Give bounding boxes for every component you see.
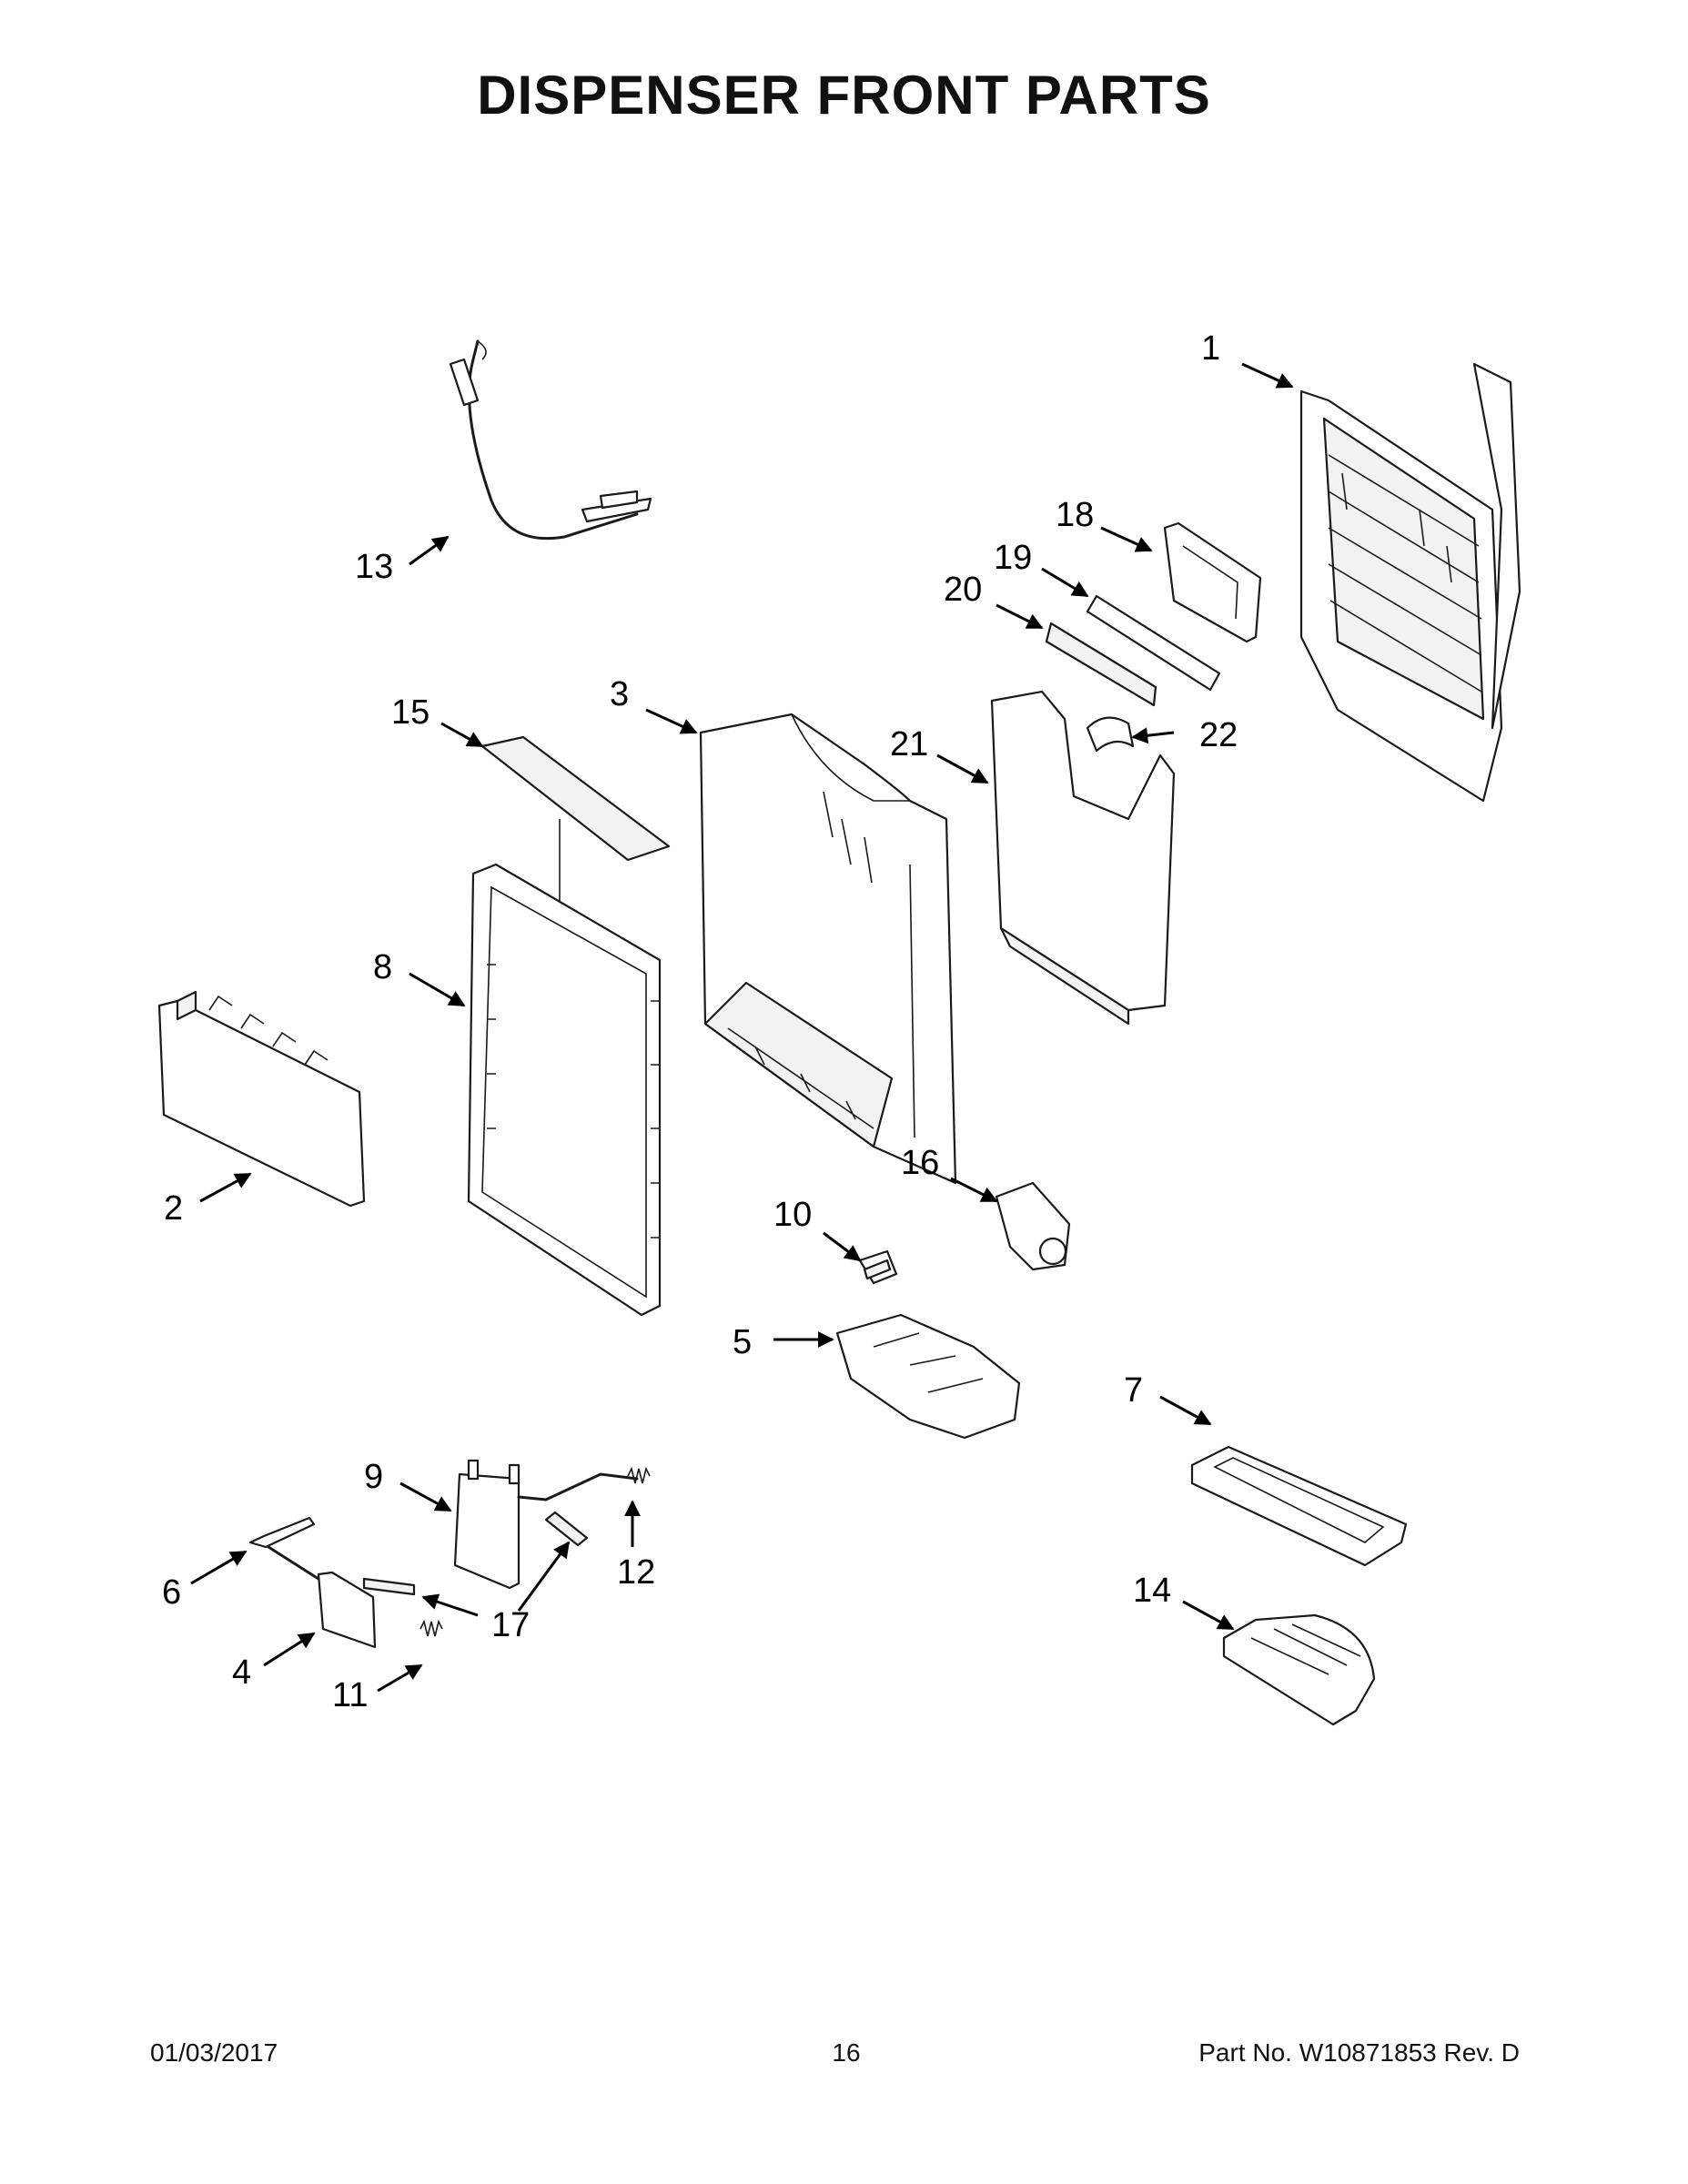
callout-labels: 1 2 3 4 5 6 7 8 9 10 11 12 13 14 15 16 1…	[162, 329, 1238, 1714]
callout-3: 3	[610, 675, 629, 713]
part-15-pad	[480, 735, 671, 910]
callout-6: 6	[162, 1573, 181, 1612]
callout-7: 7	[1124, 1371, 1143, 1410]
callout-22: 22	[1199, 716, 1238, 754]
callout-16: 16	[901, 1144, 939, 1182]
callout-18: 18	[1056, 496, 1094, 534]
part-8-frame	[467, 863, 662, 1317]
callout-11: 11	[332, 1676, 368, 1714]
callout-5: 5	[733, 1323, 752, 1361]
part-20-strip	[1045, 622, 1157, 707]
part-6-pin	[248, 1516, 316, 1549]
footer-page-number: 16	[832, 2038, 861, 2067]
callout-8: 8	[373, 948, 392, 986]
callout-17: 17	[491, 1606, 530, 1644]
part-1-dispenser-housing	[1299, 362, 1521, 803]
callout-1: 1	[1201, 329, 1220, 368]
part-13-wire-harness	[449, 339, 652, 541]
callout-14: 14	[1133, 1572, 1171, 1610]
callout-12: 12	[617, 1553, 655, 1592]
part-22-small-cover	[1086, 716, 1135, 753]
callout-2: 2	[164, 1189, 183, 1228]
part-21-cover	[990, 690, 1176, 1026]
callout-21: 21	[890, 725, 928, 763]
callout-13: 13	[355, 548, 393, 586]
part-17-pads	[362, 1511, 589, 1596]
part-5-dispenser-base	[835, 1313, 1021, 1440]
part-7-tray	[1190, 1445, 1408, 1567]
callout-20: 20	[944, 571, 982, 609]
callout-9: 9	[364, 1458, 383, 1496]
leader-lines	[190, 362, 1294, 1693]
footer-part-number: Part No. W10871853 Rev. D	[1198, 2038, 1520, 2067]
part-10-switch	[858, 1249, 898, 1285]
callout-10: 10	[773, 1196, 812, 1234]
part-18-bracket	[1163, 521, 1262, 643]
part-12-spring	[627, 1466, 651, 1484]
callout-4: 4	[232, 1653, 251, 1692]
page-title: DISPENSER FRONT PARTS	[477, 65, 1211, 126]
part-16-actuator	[995, 1181, 1071, 1271]
part-19-strip	[1086, 594, 1221, 692]
callout-19: 19	[994, 539, 1032, 577]
part-3-dispenser-liner	[699, 713, 957, 1185]
part-4-paddle	[267, 1545, 377, 1649]
footer-date: 01/03/2017	[150, 2038, 278, 2067]
callout-15: 15	[391, 693, 430, 732]
part-2-trim	[157, 990, 366, 1208]
part-11-spring	[419, 1619, 443, 1637]
part-9-paddle	[453, 1459, 639, 1590]
part-14-grille	[1222, 1613, 1376, 1726]
